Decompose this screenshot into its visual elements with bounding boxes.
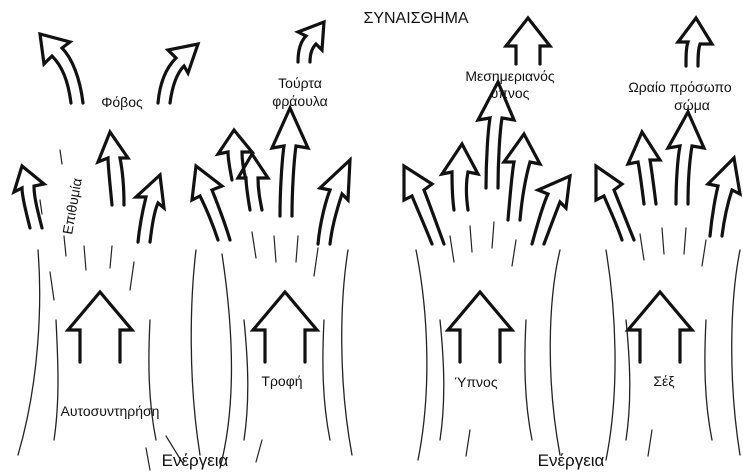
- base-arrow-3: [448, 292, 512, 362]
- arrows: [14, 18, 740, 362]
- curved-arrow-3d: [504, 134, 540, 220]
- curved-arrow-top-2: [298, 22, 324, 62]
- base-arrow-2: [253, 292, 317, 362]
- label-fovos: Φόβος: [101, 94, 143, 110]
- curved-arrow-3a: [404, 166, 444, 244]
- curved-arrow-4a: [596, 166, 634, 240]
- label-sex: Σέξ: [653, 373, 674, 389]
- curved-arrow-2d: [318, 160, 350, 244]
- diagram-title: ΣΥΝΑΙΣΘΗΜΑ: [363, 10, 468, 27]
- label-tourta: Τούρτα: [278, 75, 322, 91]
- curved-arrow-4c: [668, 112, 704, 204]
- curved-arrow-top-3: [506, 18, 550, 64]
- label-epithymia: Επιθυμία: [59, 177, 85, 236]
- curved-arrow-1b: [158, 44, 198, 103]
- label-energeia-left: Ενέργεια: [162, 451, 229, 470]
- label-trofi: Τροφή: [261, 373, 302, 389]
- curved-arrow-2c: [272, 108, 308, 216]
- curved-arrow-1d: [98, 132, 128, 205]
- curved-arrow-1a: [40, 34, 83, 103]
- curved-arrow-1e: [136, 175, 164, 242]
- curved-arrow-2b: [218, 130, 252, 180]
- label-mesimerianos: Μεσημεριανός: [465, 68, 555, 84]
- label-ypnos-top: ύπνος: [491, 85, 530, 101]
- base-arrow-1: [68, 292, 132, 362]
- labels: ΣΥΝΑΙΣΘΗΜΑ Φόβος Επιθυμία Αυτοσυντηρήση …: [59, 10, 732, 470]
- curved-arrow-2a: [192, 166, 230, 240]
- label-aftosyntirisi: Αυτοσυντηρήση: [61, 403, 160, 419]
- label-ypnos: Ύπνος: [454, 374, 497, 390]
- label-oraio-prosopo: Ωραίο πρόσωπο: [628, 79, 732, 95]
- curved-arrow-1c: [14, 166, 44, 228]
- label-soma: σώμα: [674, 97, 710, 113]
- curved-arrow-4d: [708, 158, 740, 236]
- curved-arrow-3b: [442, 144, 478, 210]
- base-arrow-4: [628, 292, 692, 362]
- curved-arrow-top-4: [678, 18, 712, 66]
- curved-arrow-4b: [628, 132, 660, 204]
- label-fraoula: φράουλα: [272, 93, 327, 109]
- label-energeia-right: Ενέργεια: [538, 451, 605, 470]
- flow-curves: [18, 150, 740, 470]
- curved-arrow-3e: [532, 176, 570, 244]
